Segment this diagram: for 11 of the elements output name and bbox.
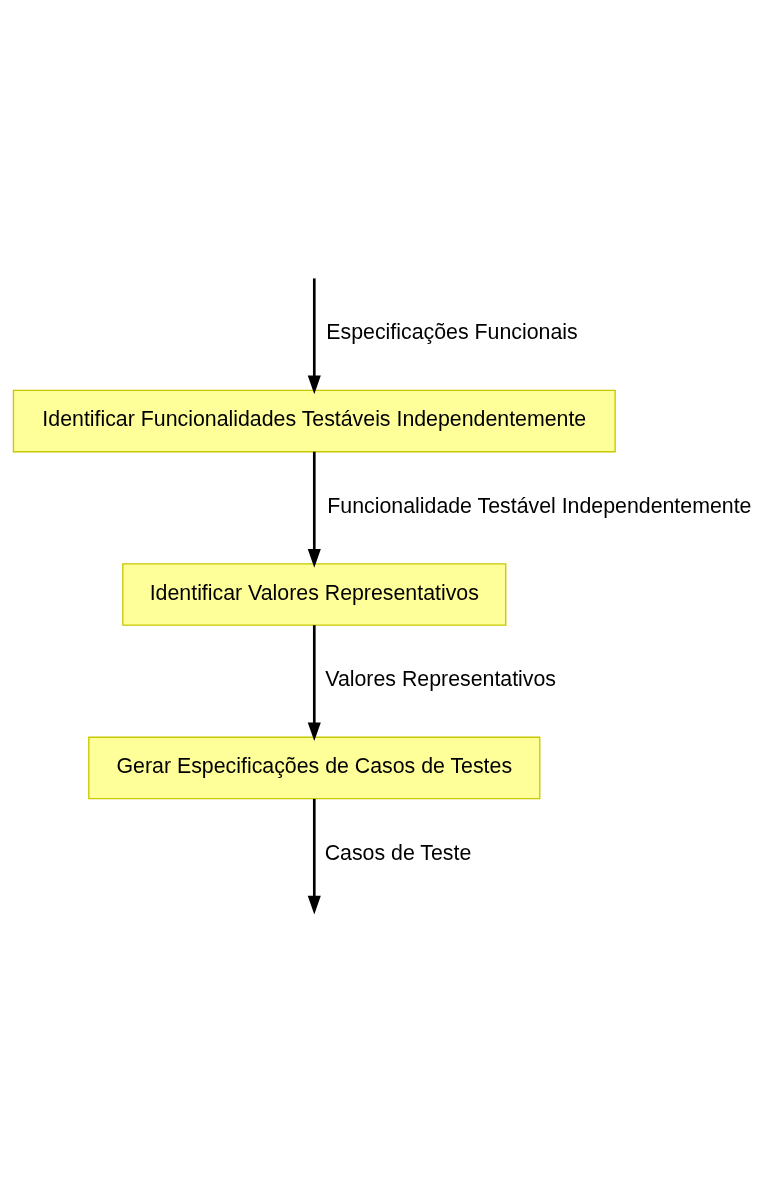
arrow (307, 278, 321, 395)
edge-label: Especificações Funcionais (326, 320, 578, 345)
node-box: Gerar Especificações de Casos de Testes (88, 736, 541, 800)
edge-label: Casos de Teste (324, 840, 472, 865)
arrow (307, 625, 321, 742)
arrow (307, 451, 321, 568)
edge-label: Valores Representativos (325, 667, 557, 692)
node-box: Identificar Funcionalidades Testáveis Independentemente (12, 389, 616, 453)
arrow (307, 798, 321, 915)
edge-label: Funcionalidade Testável Independentemente (327, 493, 752, 518)
node-box: Identificar Valores Representativos (122, 563, 507, 626)
